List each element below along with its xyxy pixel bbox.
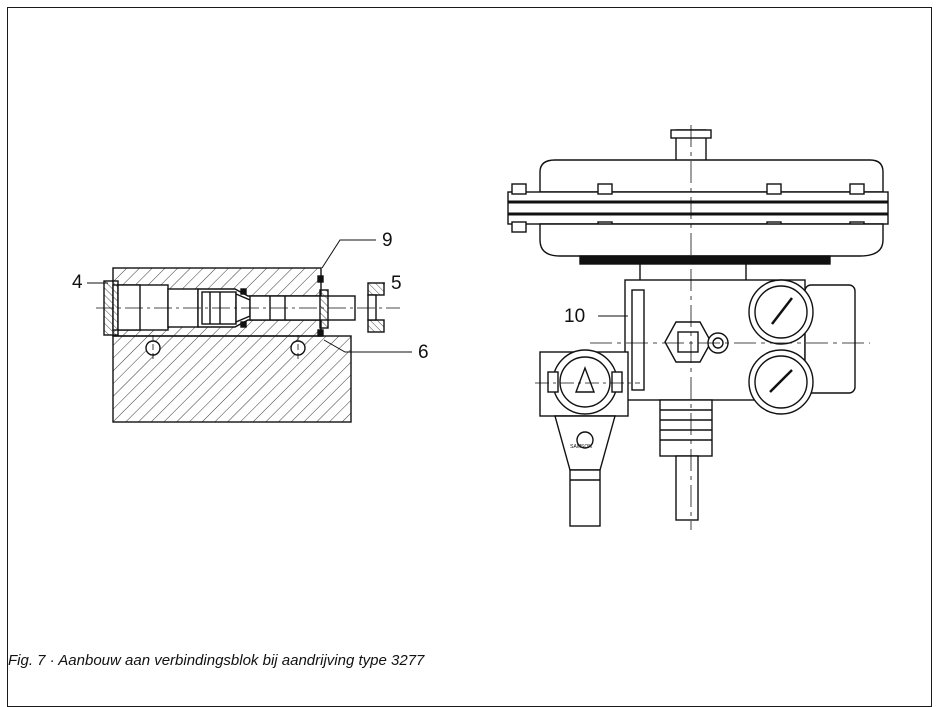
callout-5: 5 [391, 273, 402, 294]
actuator-assembly [507, 125, 889, 530]
callout-4: 4 [72, 272, 83, 293]
filter-label: SAMSON [570, 444, 592, 450]
callout-6: 6 [418, 342, 429, 363]
figure-caption: Fig. 7 · Aanbouw aan verbindingsblok bij… [8, 652, 425, 669]
callout-10: 10 [564, 306, 586, 327]
technical-drawing: SAMSON [87, 125, 889, 530]
connection-block-section [87, 239, 412, 423]
callout-9: 9 [382, 230, 393, 251]
